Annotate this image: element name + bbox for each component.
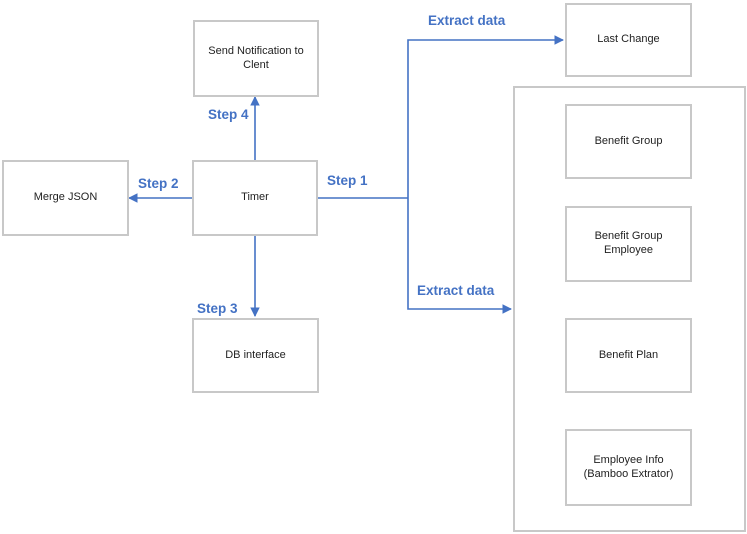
benefit-group-node: Benefit Group: [565, 104, 692, 179]
timer-node: Timer: [192, 160, 318, 236]
step1-label: Step 1: [327, 173, 368, 188]
benefit-group-employee-node: Benefit Group Employee: [565, 206, 692, 282]
send-notification-label: Send Notification to Clent: [208, 44, 304, 71]
entities-container: [513, 86, 746, 532]
employee-info-label: Employee Info (Bamboo Extrator): [583, 453, 674, 480]
benefit-group-label: Benefit Group: [594, 134, 663, 147]
merge-json-node: Merge JSON: [2, 160, 129, 236]
send-notification-node: Send Notification to Clent: [193, 20, 319, 97]
edge-junction-to-entities: [407, 198, 512, 314]
timer-label: Timer: [241, 191, 269, 204]
last-change-label: Last Change: [597, 33, 660, 46]
edge-junction-to-last-change: [407, 35, 564, 198]
benefit-plan-node: Benefit Plan: [565, 318, 692, 393]
db-interface-node: DB interface: [192, 318, 319, 393]
extract-data-bottom-label: Extract data: [417, 283, 495, 298]
db-interface-label: DB interface: [225, 348, 286, 361]
step4-label: Step 4: [208, 107, 249, 122]
extract-data-top-label: Extract data: [428, 13, 506, 28]
last-change-node: Last Change: [565, 3, 692, 77]
step3-label: Step 3: [197, 301, 238, 316]
benefit-plan-label: Benefit Plan: [598, 348, 659, 361]
benefit-group-employee-label: Benefit Group Employee: [594, 230, 663, 256]
employee-info-node: Employee Info (Bamboo Extrator): [565, 429, 692, 506]
merge-json-label: Merge JSON: [33, 191, 98, 204]
step2-label: Step 2: [138, 176, 179, 191]
